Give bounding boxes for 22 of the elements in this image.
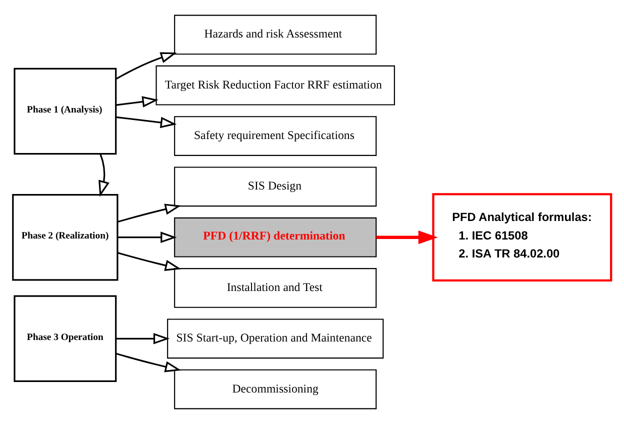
arrow [117,251,182,270]
arrow [116,52,177,79]
node-box: Hazards and risk Assessment [174,14,377,54]
node-box: Phase 1 (Analysis) [14,67,117,154]
node-box: Decommissioning [174,368,377,409]
node-box: Phase 3 Operation [14,294,117,382]
arrow [116,116,177,128]
node-box: Target Risk Reduction Factor RRF estimation [156,64,395,105]
node-box: PFD (1/RRF) determination [174,216,377,257]
arrow [118,231,177,242]
node-box: Safety requirement Specifications [174,116,377,156]
node-box: SIS Design [174,166,377,206]
node-box: Installation and Test [174,268,377,308]
node-box: Phase 2 (Realization) [12,193,118,280]
arrow [116,332,170,344]
arrow [116,352,182,372]
arrow [117,203,182,222]
node-box: SIS Start-up, Operation and Maintenance [167,318,384,358]
node-box: PFD Analytical formulas: 1. IEC 61508 2. ISA TR 84.02.00 [432,192,612,282]
arrow [98,153,110,196]
arrow [116,96,158,107]
arrow [376,230,438,244]
